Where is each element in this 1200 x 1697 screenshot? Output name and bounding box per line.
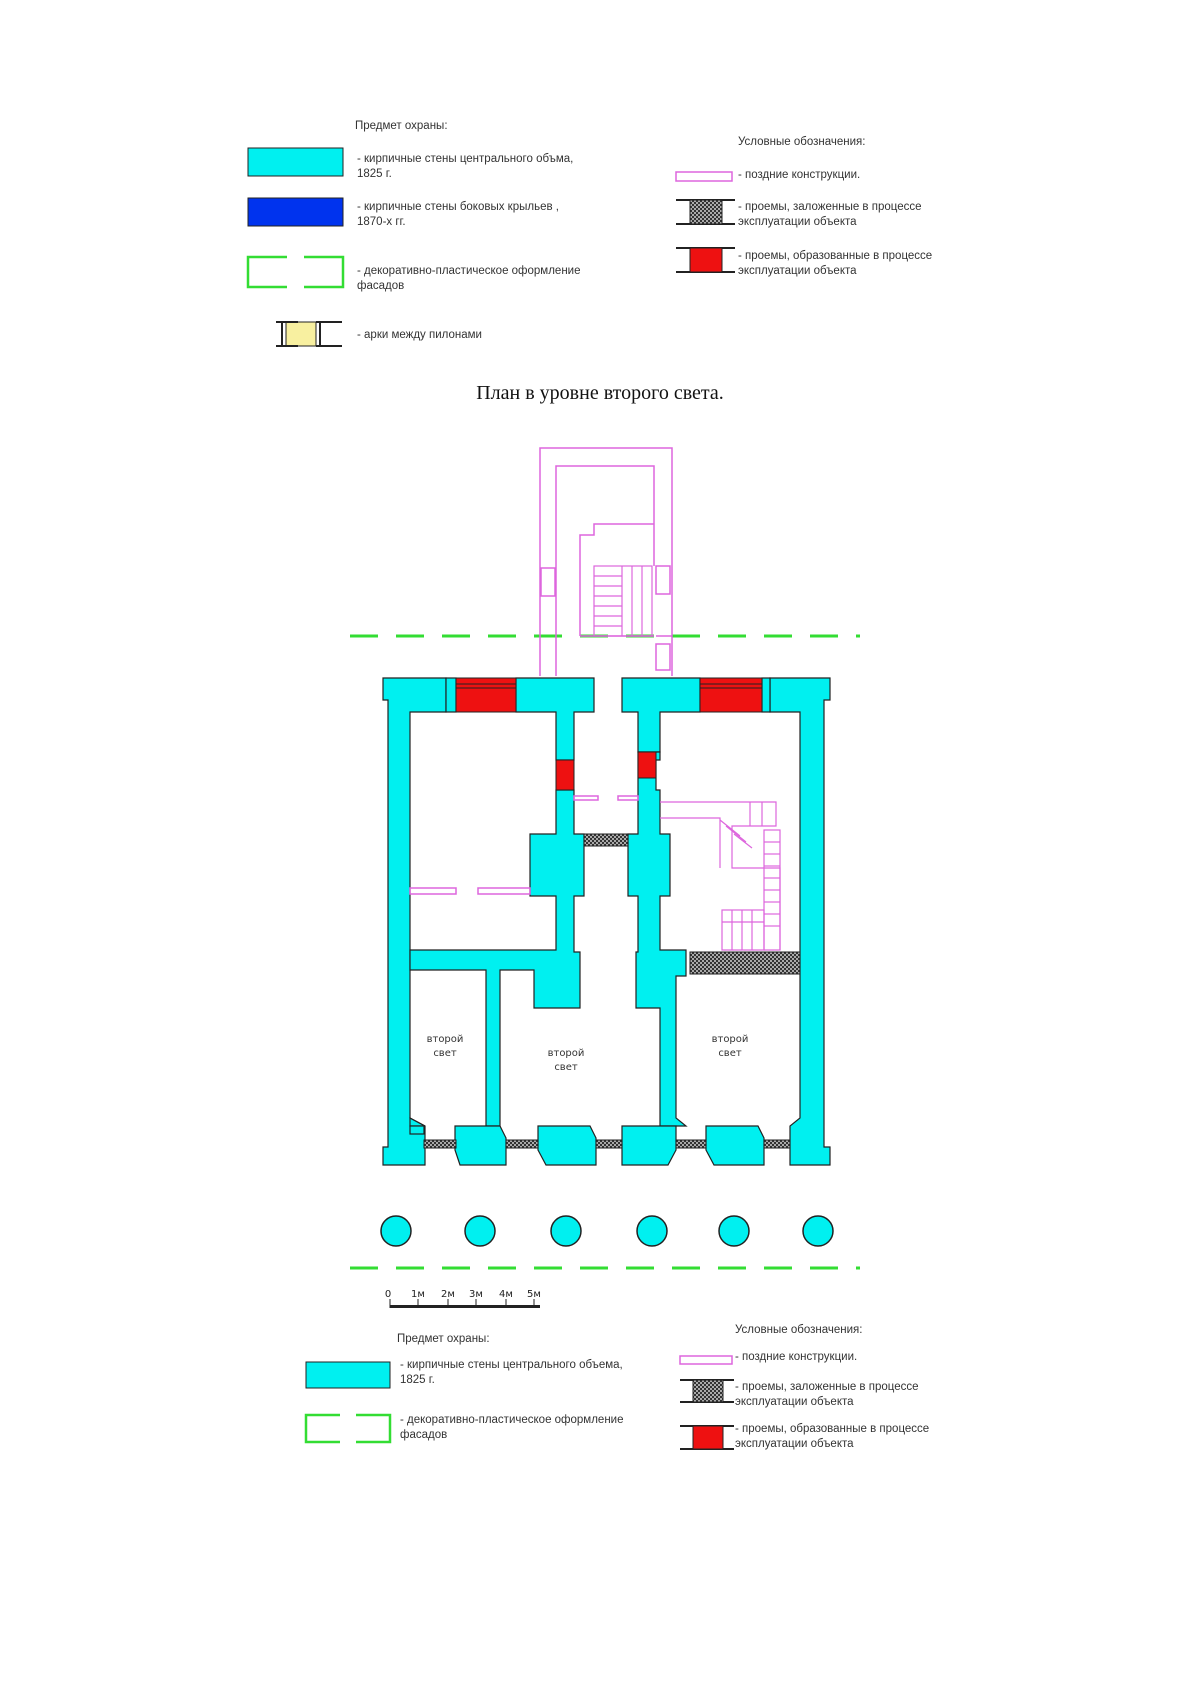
legend-top-bricked-label: - проемы, заложенные в процессе эксплуат… [738,201,922,228]
legend-top-decor-label: - декоративно-пластическое оформление фа… [357,265,581,292]
scale-label-5: 5м [527,1289,541,1300]
bricked-openings [423,833,801,1149]
legend-bottom-decor-symbol [304,1413,392,1444]
legend-top-side-wings-swatch [247,197,344,227]
scale-label-0: 0 [385,1289,391,1300]
legend-top-central-swatch [247,147,344,177]
legend-top-new-openings-label: - проемы, образованные в процессе эксплу… [738,250,933,277]
legend-top-late-symbol [675,171,733,182]
room-label-left-line1: второй [427,1034,464,1045]
legend-top-decor-symbol [246,255,345,289]
legend-top-bricked-symbol [676,199,735,225]
scale-label-2: 2м [441,1289,455,1300]
late-annex [539,447,673,676]
legend-top-protect-title: Предмет охраны: [355,120,448,132]
legend-top-central-walls-label: - кирпичные стены центрального объма, 18… [357,153,574,180]
legend-bottom-decor-label: - декоративно-пластическое оформление фа… [400,1414,624,1441]
legend-bottom-central-walls-label: - кирпичные стены центрального объема, 1… [400,1359,623,1386]
legend-top-symbols [246,147,735,347]
legend-bottom-central-swatch [305,1361,391,1389]
legend-bottom-symbols [304,1355,734,1450]
legend-top-side-wings-label: - кирпичные стены боковых крыльев , 1870… [357,201,559,228]
legend-top-arches-label: - арки между пилонами [357,329,482,341]
plan-title: План в уровне второго света. [476,382,724,404]
room-label-left-line2: свет [433,1048,457,1059]
scale-label-1: 1м [411,1289,425,1300]
legend-bottom-new-openings-label: - проемы, образованные в процессе эксплу… [735,1423,930,1450]
room-label-right-line1: второй [712,1034,749,1045]
colonnade [380,1215,834,1247]
new-openings [455,677,763,791]
scale-label-3: 3м [469,1289,483,1300]
scale-bar: 0 1м 2м 3м 4м 5м [385,1289,541,1308]
legend-bottom-bricked-symbol [680,1379,734,1403]
legend-bottom-late-label: - поздние конструкции. [735,1351,858,1363]
room-label-center-line2: свет [554,1062,578,1073]
room-label-right-line2: свет [718,1048,742,1059]
late-stair-right [660,801,781,951]
legend-top-new-openings-symbol [676,247,735,273]
room-label-center-line1: второй [548,1048,585,1059]
late-partitions [409,795,781,951]
legend-bottom-protect-title: Предмет охраны: [397,1333,490,1345]
legend-bottom-bricked-label: - проемы, заложенные в процессе эксплуат… [735,1381,919,1408]
legend-top-arches-symbol [276,321,342,347]
legend-top-late-label: - поздние конструкции. [738,169,861,181]
legend-bottom-new-openings-symbol [680,1425,734,1450]
legend-bottom-late-symbol [679,1355,733,1365]
legend-top-symbols-title: Условные обозначения: [738,136,866,148]
central-walls [382,677,831,1166]
legend-bottom-symbols-title: Условные обозначения: [735,1324,863,1336]
scale-label-4: 4м [499,1289,513,1300]
